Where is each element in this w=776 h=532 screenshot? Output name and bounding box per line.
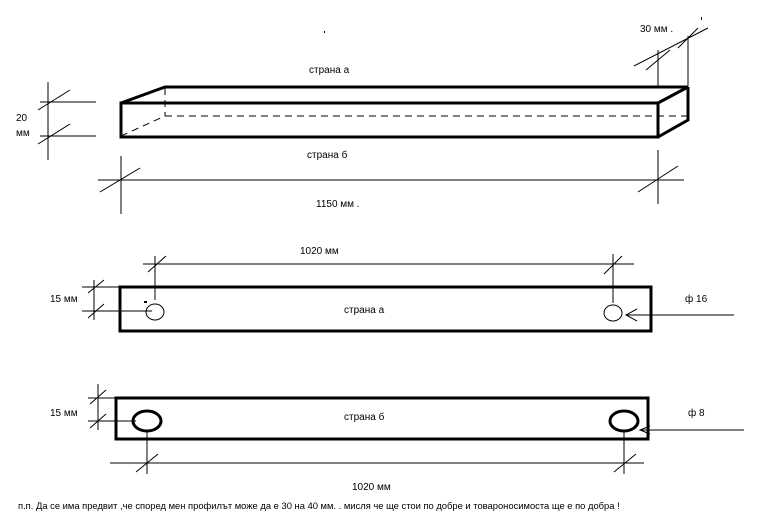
- plate-a-hole-left: [145, 303, 165, 321]
- plate-a-label: страна а: [344, 305, 385, 316]
- plate-a-hole-pointer: [624, 308, 734, 322]
- plate-b-hole-label: ф 8: [688, 407, 705, 419]
- bar-label-side-a: страна а: [309, 65, 350, 76]
- plate-a-side-dimension: [82, 279, 152, 320]
- bar-right-face: [657, 87, 690, 139]
- plate-b-hole-left: [131, 409, 163, 433]
- plate-b-length-dimension: [110, 430, 644, 474]
- plate-b-side-label: 15 мм: [50, 408, 78, 419]
- plate-a-hole-right: [603, 304, 623, 322]
- height-dimension: [37, 82, 96, 160]
- height-dimension-unit: мм: [16, 128, 30, 139]
- bar-3d-view: [119, 85, 690, 139]
- plate-b-side-dimension: [88, 384, 136, 430]
- height-dimension-value: 20: [16, 113, 28, 124]
- plate-a-length-dimension: [143, 254, 634, 303]
- plate-b-outline: [114, 396, 650, 441]
- width-dimension-label: 30 мм .: [640, 24, 673, 35]
- bar-front-face: [119, 101, 660, 139]
- plate-b-label: страна б: [344, 411, 385, 423]
- stray-dot: [324, 31, 325, 33]
- footer-note: п.п. Да се има предвит ,че според мен пр…: [18, 500, 620, 511]
- plate-a-hole-label: ф 16: [685, 293, 708, 305]
- bar-top-face: [120, 85, 689, 105]
- plate-a-side-label: 15 мм: [50, 294, 78, 305]
- plate-a-outline: [118, 285, 653, 333]
- stray-dot-2: [701, 17, 702, 20]
- length-dimension-label: 1150 мм .: [316, 199, 360, 210]
- plate-a-mark: [144, 301, 147, 303]
- width-dimension: [633, 27, 709, 88]
- plate-a-length-label: 1020 мм: [300, 246, 339, 257]
- plate-b-hole-right: [608, 409, 640, 433]
- plate-b-hole-pointer: [638, 425, 744, 435]
- length-dimension: [98, 150, 684, 214]
- plate-a: [118, 285, 653, 333]
- bar-hidden-edge-diag: [120, 115, 166, 137]
- bar-label-side-b: страна б: [307, 149, 348, 161]
- plate-b-length-label: 1020 мм: [352, 482, 391, 493]
